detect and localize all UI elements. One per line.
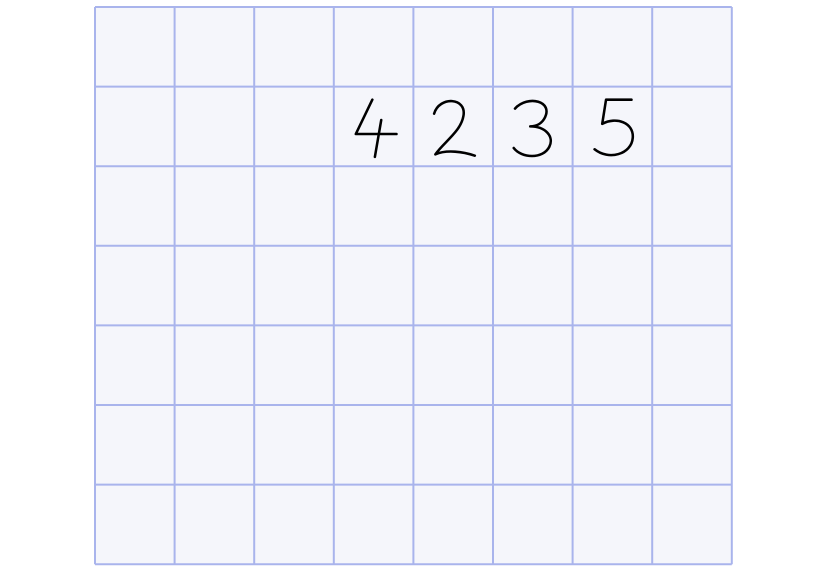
- grid-lines: [94, 6, 733, 566]
- handwritten-number: [354, 98, 635, 159]
- digit-2-stroke: [432, 99, 477, 157]
- digit-5-stroke: [593, 98, 635, 157]
- digit-3-stroke: [512, 99, 552, 158]
- digit-2-glyph: [432, 99, 477, 157]
- digit-3-glyph: [512, 99, 552, 158]
- digit-1-glyph: [354, 98, 398, 159]
- digit-4-glyph: [593, 98, 635, 157]
- digit-4-stroke: [354, 98, 398, 159]
